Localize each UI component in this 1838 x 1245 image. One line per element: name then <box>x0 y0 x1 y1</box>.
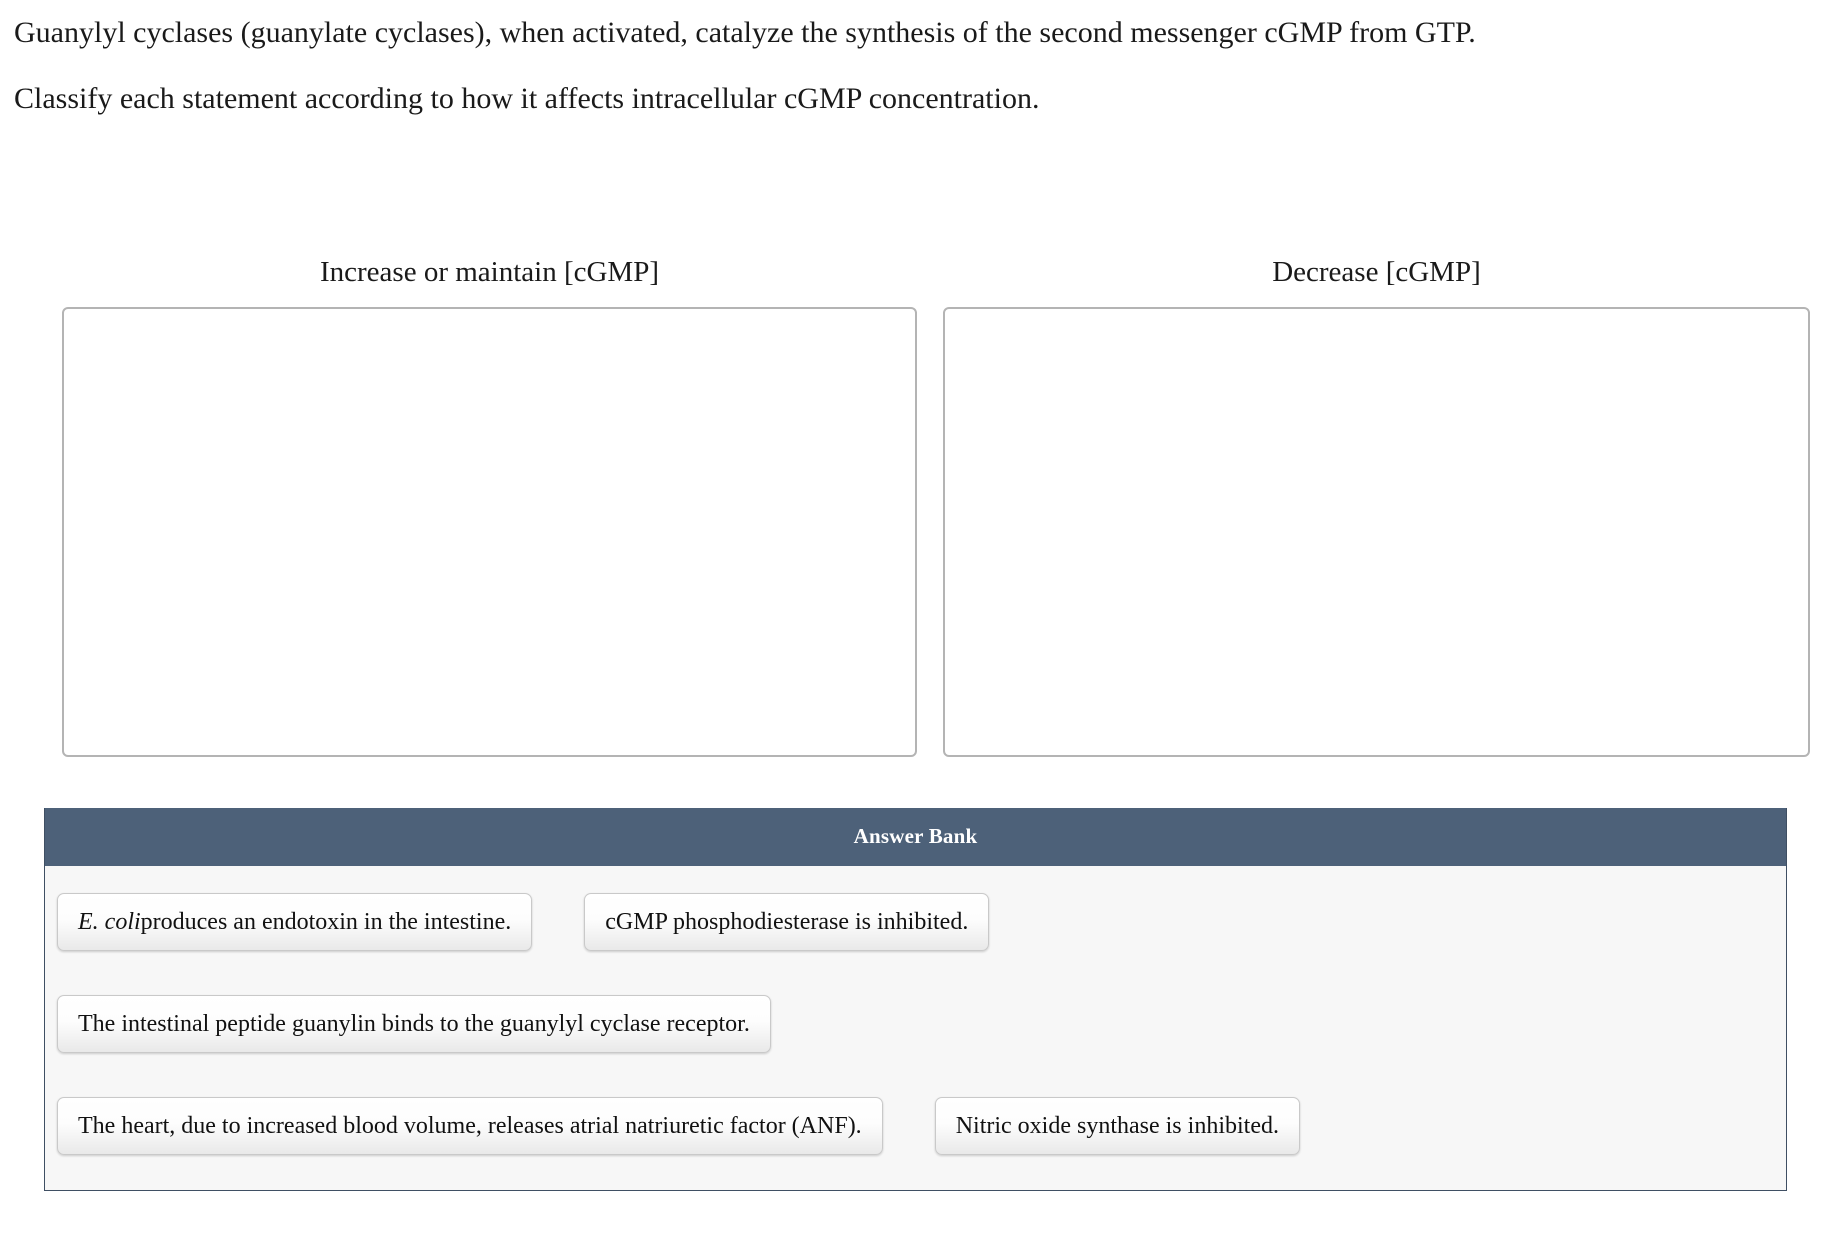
dropzone-increase[interactable] <box>62 307 917 757</box>
answer-tile-italic-prefix: E. coli <box>78 909 141 935</box>
answer-tile[interactable]: The intestinal peptide guanylin binds to… <box>57 995 771 1053</box>
dropzone-decrease[interactable] <box>943 307 1810 757</box>
answer-bank-row: The heart, due to increased blood volume… <box>45 1096 1786 1156</box>
answer-tile[interactable]: The heart, due to increased blood volume… <box>57 1097 883 1155</box>
answer-bank-row: The intestinal peptide guanylin binds to… <box>45 994 1786 1054</box>
answer-tile-label: Nitric oxide synthase is inhibited. <box>955 1113 1279 1139</box>
prompt-line-1: Guanylyl cyclases (guanylate cyclases), … <box>14 16 1476 49</box>
answer-tile-label: produces an endotoxin in the intestine. <box>140 909 512 935</box>
answer-tile[interactable]: E. coli produces an endotoxin in the int… <box>57 893 533 951</box>
answer-bank-row: E. coli produces an endotoxin in the int… <box>45 892 1786 952</box>
category-title-increase: Increase or maintain [cGMP] <box>319 256 659 288</box>
answer-bank-header: Answer Bank <box>45 808 1786 866</box>
prompt-line-2: Classify each statement according to how… <box>14 82 1040 115</box>
category-title-decrease: Decrease [cGMP] <box>1272 256 1481 288</box>
answer-tile-label: cGMP phosphodiesterase is inhibited. <box>605 909 969 935</box>
category-column-increase: Increase or maintain [cGMP] <box>62 258 917 757</box>
answer-tile-label: The heart, due to increased blood volume… <box>78 1113 862 1139</box>
category-column-decrease: Decrease [cGMP] <box>943 258 1810 757</box>
answer-bank: Answer Bank E. coli produces an endotoxi… <box>44 808 1787 1191</box>
question-prompt: Guanylyl cyclases (guanylate cyclases), … <box>0 0 1838 114</box>
answer-tile-label: The intestinal peptide guanylin binds to… <box>78 1011 750 1037</box>
answer-tile[interactable]: cGMP phosphodiesterase is inhibited. <box>584 893 990 951</box>
answer-tile[interactable]: Nitric oxide synthase is inhibited. <box>934 1097 1300 1155</box>
answer-bank-body: E. coli produces an endotoxin in the int… <box>45 866 1786 1190</box>
